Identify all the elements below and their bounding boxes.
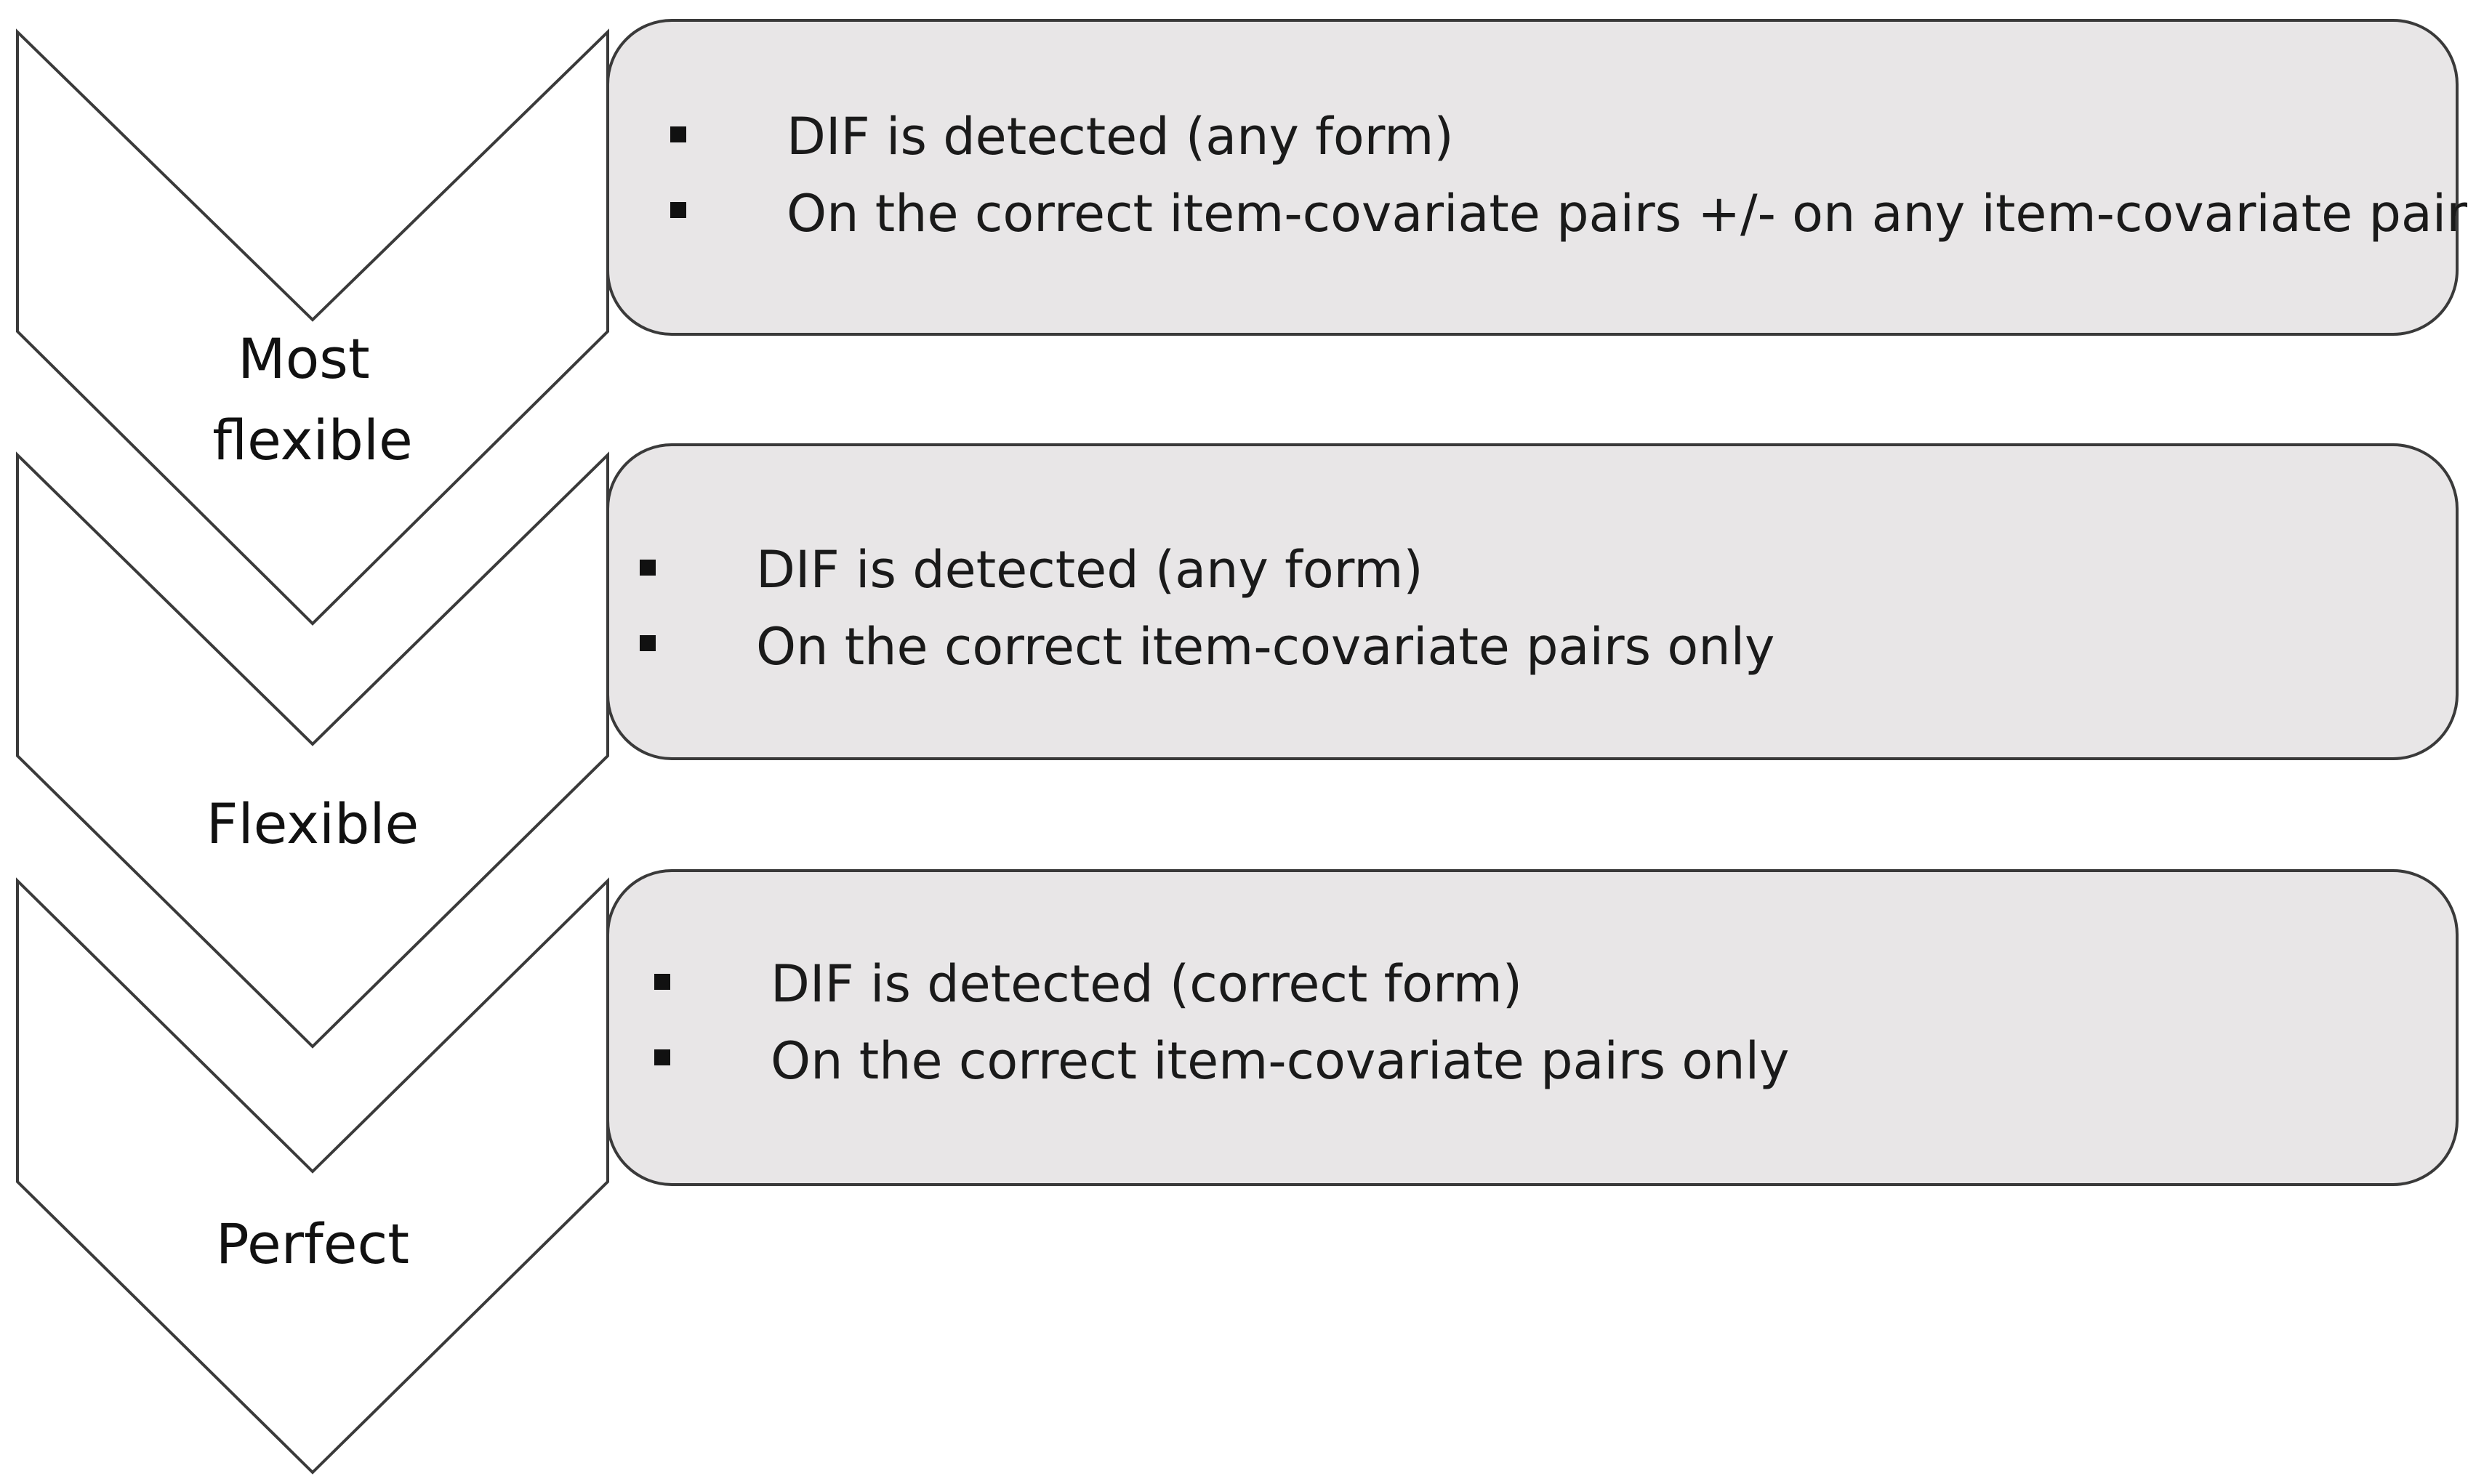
perfect-bullet-1-marker — [654, 974, 670, 990]
perfect-criteria-panel — [606, 869, 2459, 1186]
perfect-bullet-1: DIF is detected (correct form) — [771, 954, 1522, 1014]
flexible-bullet-2-marker — [640, 635, 656, 651]
perfect-label: Perfect — [216, 1211, 409, 1276]
perfect-bullet-2: On the correct item-covariate pairs only — [771, 1031, 1789, 1091]
flexible-bullet-1-marker — [640, 560, 656, 576]
perfect-label-line-1: Perfect — [216, 1211, 409, 1276]
most-flexible-label-line-1: Most — [238, 326, 369, 391]
flexible-bullet-2: On the correct item-covariate pairs only — [756, 617, 1774, 677]
most-flexible-label: Most flexible — [212, 326, 413, 472]
most-flexible-bullet-1: DIF is detected (any form) — [787, 107, 1454, 166]
most-flexible-criteria-panel — [606, 19, 2459, 336]
level-most-flexible: Most flexible DIF is detected (any form)… — [16, 19, 2468, 626]
flexible-label-line-1: Flexible — [206, 791, 419, 856]
flexible-criteria-panel — [606, 443, 2459, 760]
perfect-bullet-2-marker — [654, 1049, 670, 1065]
most-flexible-chevron — [16, 28, 609, 626]
flexible-label: Flexible — [206, 791, 419, 856]
flexible-bullet-1: DIF is detected (any form) — [756, 540, 1423, 600]
level-perfect: Perfect DIF is detected (correct form) O… — [16, 869, 2459, 1475]
most-flexible-bullet-1-marker — [670, 126, 686, 142]
most-flexible-bullet-2-marker — [670, 202, 686, 218]
most-flexible-bullet-2: On the correct item-covariate pairs +/- … — [787, 184, 2468, 243]
most-flexible-label-line-2: flexible — [212, 408, 413, 472]
perfect-chevron — [16, 877, 609, 1475]
flexible-chevron — [16, 451, 609, 1049]
level-flexible: Flexible DIF is detected (any form) On t… — [16, 443, 2459, 1049]
